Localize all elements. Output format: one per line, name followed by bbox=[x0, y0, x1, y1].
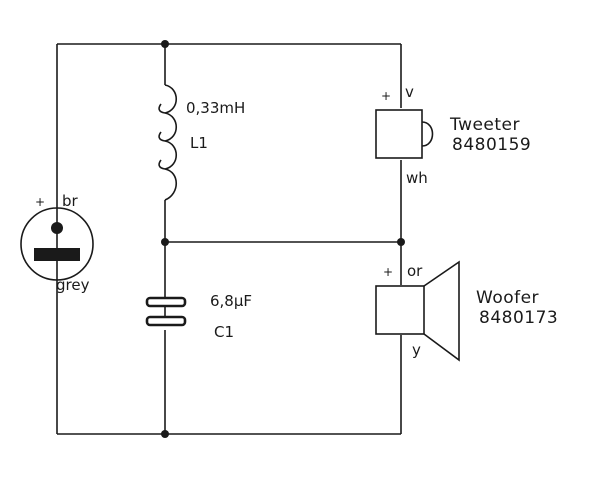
woofer-neg-wire-label: y bbox=[412, 341, 421, 359]
tweeter-icon bbox=[375, 109, 434, 159]
woofer-part-label: 8480173 bbox=[479, 308, 558, 328]
woofer-plus-marker: + bbox=[383, 265, 393, 279]
capacitor-ref-label: C1 bbox=[214, 323, 234, 341]
woofer-pos-wire-label: or bbox=[407, 262, 423, 280]
input-pos-wire-label: br bbox=[62, 192, 79, 210]
junction-middle bbox=[161, 238, 169, 246]
woofer-name-label: Woofer bbox=[476, 288, 539, 308]
junction-top bbox=[161, 40, 169, 48]
wiring bbox=[56, 43, 402, 435]
tweeter-neg-wire-label: wh bbox=[406, 169, 428, 187]
woofer-icon bbox=[375, 260, 460, 362]
inductor-l1 bbox=[158, 84, 178, 201]
inductor-ref-label: L1 bbox=[190, 134, 208, 152]
tweeter-part-label: 8480159 bbox=[452, 135, 531, 155]
inductor-value-label: 0,33mH bbox=[186, 99, 245, 117]
tweeter-plus-marker: + bbox=[381, 89, 391, 103]
junction-speaker bbox=[397, 238, 405, 246]
tweeter-name-label: Tweeter bbox=[449, 115, 520, 135]
tweeter-pos-wire-label: v bbox=[405, 83, 414, 101]
input-neg-wire-label: grey bbox=[56, 276, 90, 294]
capacitor-c1 bbox=[145, 296, 187, 327]
input-plus-marker: + bbox=[35, 195, 45, 209]
junction-bottom bbox=[161, 430, 169, 438]
input-terminal-icon bbox=[20, 207, 94, 281]
capacitor-value-label: 6,8µF bbox=[210, 292, 252, 310]
